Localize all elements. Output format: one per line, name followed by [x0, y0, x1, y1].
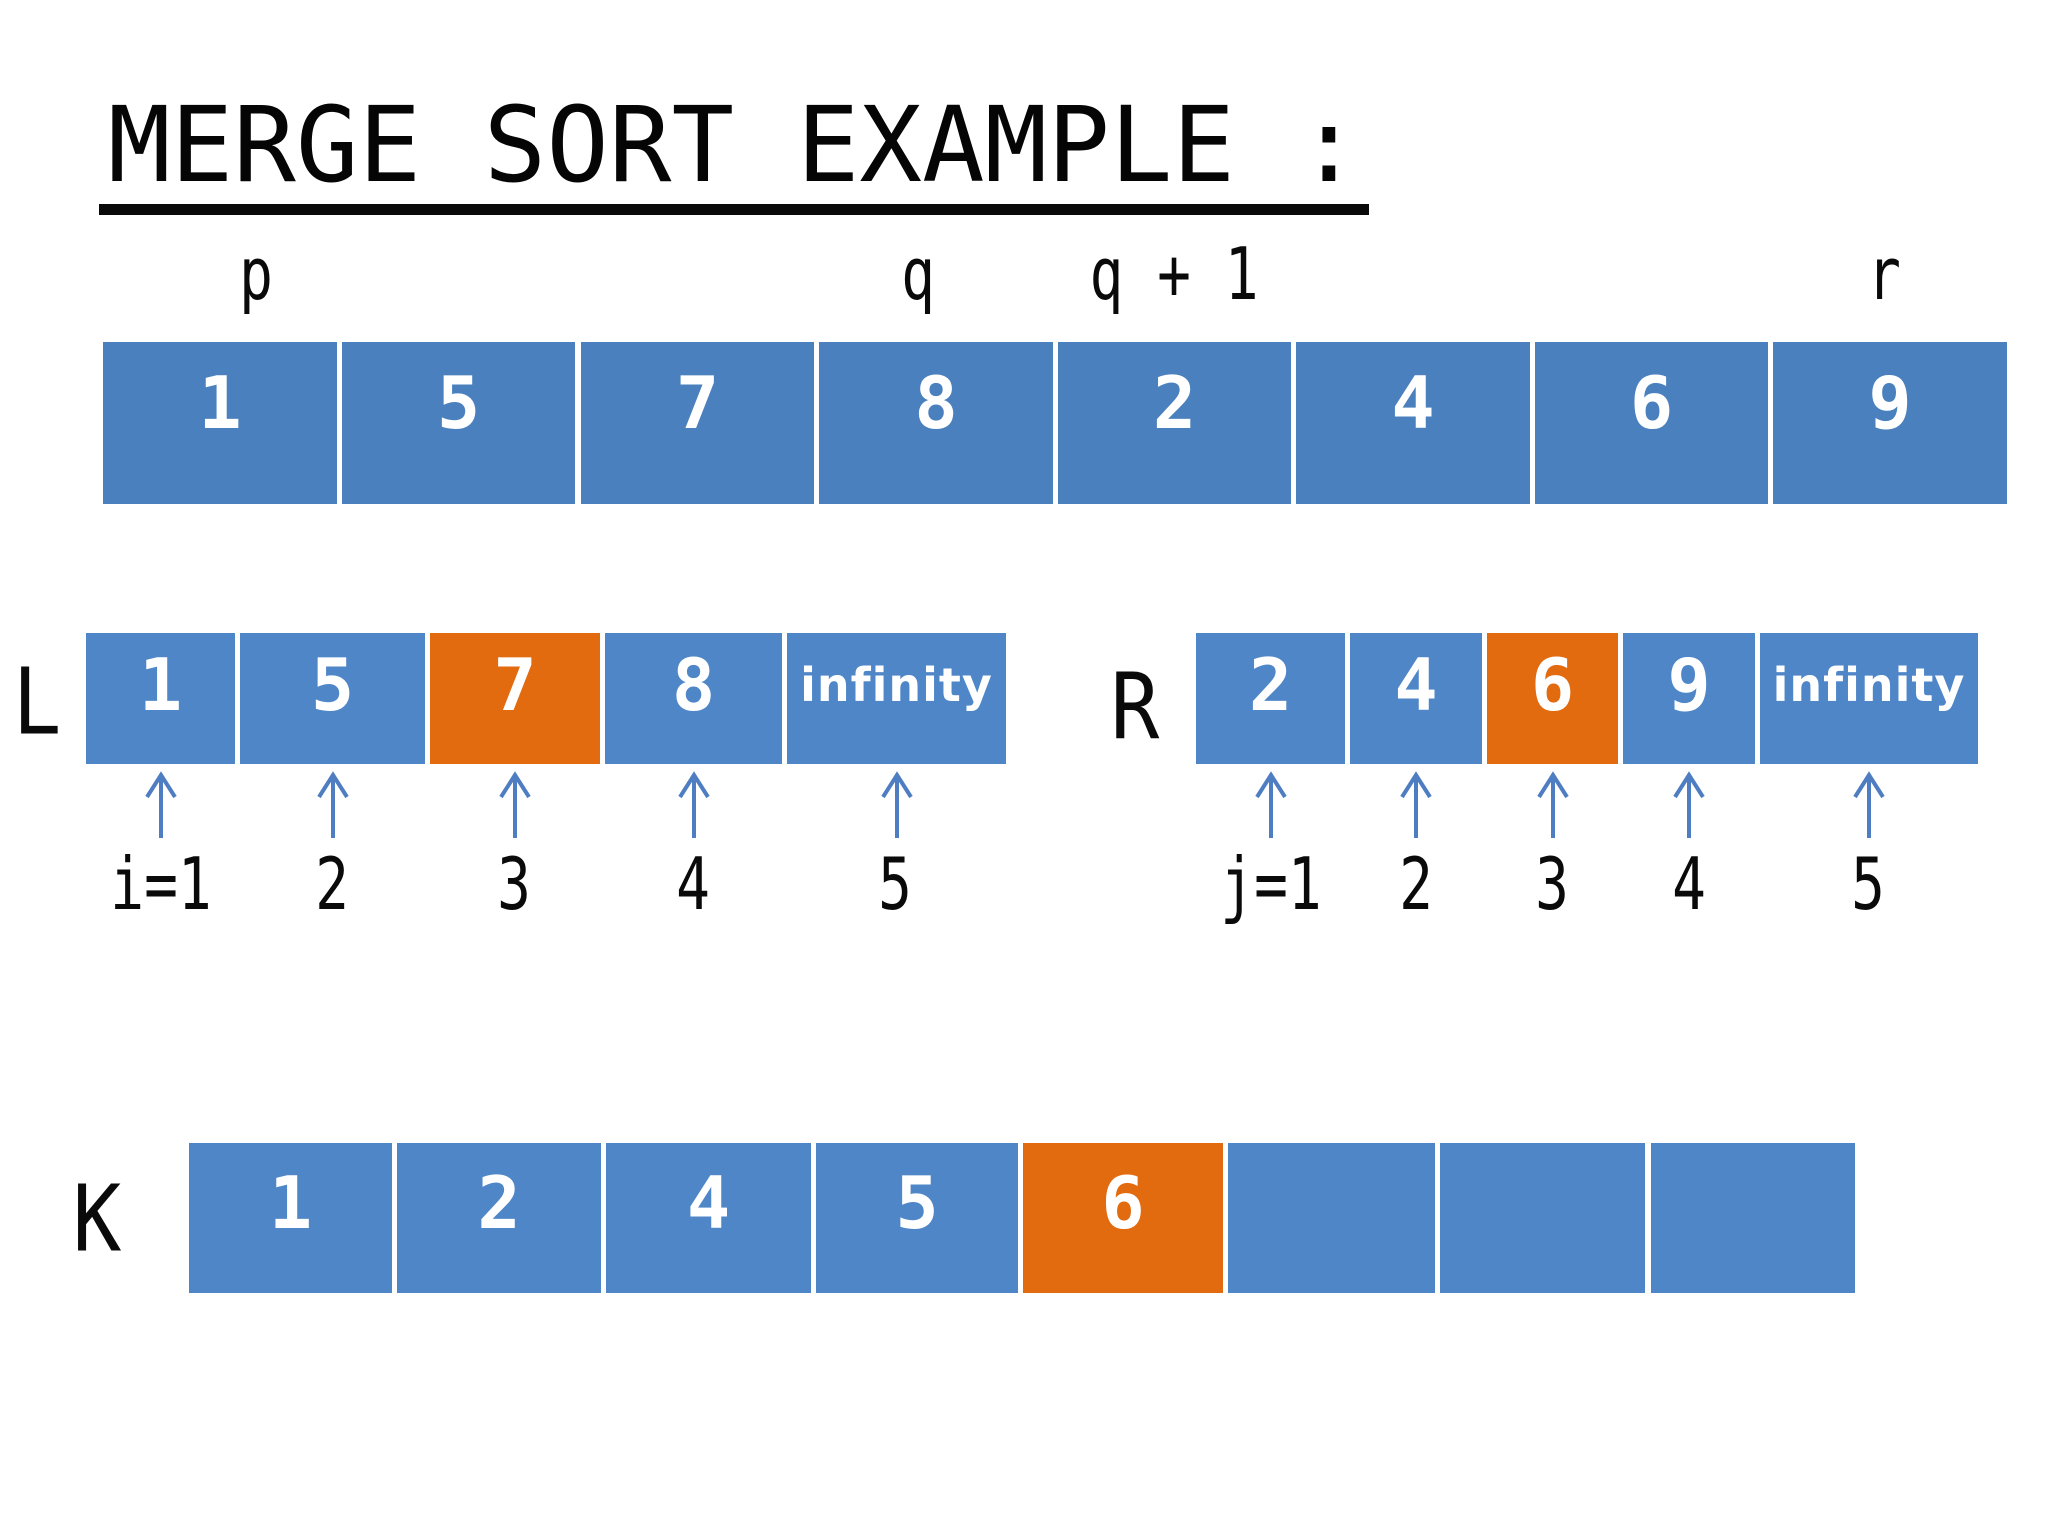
array-L-cell-3: 7: [430, 633, 600, 764]
array-main-cell-8: 9: [1773, 342, 2007, 504]
cell-value: 8: [671, 642, 716, 727]
cell-value: 8: [914, 361, 958, 445]
index-label-R-1: j=1: [1220, 842, 1322, 926]
array-K-cell-3: 4: [606, 1143, 811, 1293]
cell-value: 5: [895, 1161, 939, 1245]
up-arrow-icon: [1254, 771, 1287, 838]
array-R-cell-2: 4: [1350, 633, 1482, 764]
array-label-L: L: [12, 648, 62, 756]
index-label-R-3: 3: [1535, 842, 1569, 926]
index-label-R-5: 5: [1851, 842, 1885, 926]
cell-value: 4: [1394, 642, 1438, 727]
index-label-L-1: i=1: [110, 842, 212, 926]
array-R-cell-4: 9: [1623, 633, 1755, 764]
array-label-R: R: [1110, 653, 1160, 761]
cell-value: 7: [493, 642, 537, 727]
pointer-label-q: q: [901, 232, 935, 316]
cell-value: 6: [1530, 642, 1575, 727]
page-title: MERGE SORT EXAMPLE :: [108, 84, 1361, 206]
cell-value: 4: [1391, 361, 1435, 445]
cell-value: 5: [436, 361, 481, 445]
cell-value: 9: [1868, 361, 1912, 445]
cell-value: 4: [686, 1161, 731, 1245]
array-label-K: K: [72, 1165, 122, 1273]
cell-value: 1: [138, 642, 183, 727]
cell-value: 2: [1152, 361, 1197, 445]
cell-value: 6: [1101, 1161, 1145, 1245]
cell-value: 1: [268, 1161, 313, 1245]
up-arrow-icon: [316, 771, 349, 838]
array-R-cell-3: 6: [1487, 633, 1618, 764]
cell-value: 7: [675, 361, 720, 445]
index-label-L-5: 5: [878, 842, 912, 926]
array-main-cell-2: 5: [342, 342, 575, 504]
array-K-cell-7: [1440, 1143, 1645, 1293]
array-R-cell-5: infinity: [1760, 633, 1978, 764]
up-arrow-icon: [1400, 771, 1432, 838]
up-arrow-icon: [1673, 771, 1705, 838]
up-arrow-icon: [1536, 771, 1569, 838]
pointer-label-q+1: q + 1: [1089, 232, 1259, 316]
index-label-R-2: 2: [1399, 842, 1433, 926]
array-L-cell-5: infinity: [787, 633, 1006, 764]
array-K-cell-6: [1228, 1143, 1435, 1293]
cell-value: infinity: [1772, 657, 1966, 712]
array-K-cell-8: [1651, 1143, 1855, 1293]
index-label-L-3: 3: [497, 842, 531, 926]
index-label-L-2: 2: [315, 842, 349, 926]
cell-value: 6: [1629, 361, 1674, 445]
array-L-cell-2: 5: [240, 633, 425, 764]
up-arrow-icon: [677, 771, 710, 838]
up-arrow-icon: [1853, 771, 1885, 838]
cell-value: 2: [1248, 642, 1293, 727]
pointer-label-p: p: [239, 232, 273, 316]
array-main-cell-5: 2: [1058, 342, 1291, 504]
array-main-cell-3: 7: [581, 342, 814, 504]
array-L-cell-1: 1: [86, 633, 235, 764]
array-main-cell-7: 6: [1535, 342, 1768, 504]
up-arrow-icon: [144, 771, 177, 838]
index-label-R-4: 4: [1672, 842, 1706, 926]
pointer-label-r: r: [1867, 232, 1901, 316]
cell-value: 2: [477, 1161, 521, 1245]
array-K-cell-4: 5: [816, 1143, 1018, 1293]
array-main-cell-6: 4: [1296, 342, 1530, 504]
array-K-cell-2: 2: [397, 1143, 601, 1293]
array-R-cell-1: 2: [1196, 633, 1345, 764]
cell-value: 5: [310, 642, 355, 727]
array-K-cell-1: 1: [189, 1143, 392, 1293]
array-K-cell-5: 6: [1023, 1143, 1223, 1293]
up-arrow-icon: [880, 771, 913, 838]
title-underline: [99, 204, 1369, 215]
cell-value: infinity: [800, 657, 993, 712]
cell-value: 1: [198, 361, 242, 445]
array-L-cell-4: 8: [605, 633, 782, 764]
cell-value: 9: [1667, 642, 1711, 727]
array-main-cell-1: 1: [103, 342, 337, 504]
index-label-L-4: 4: [676, 842, 710, 926]
array-main-cell-4: 8: [819, 342, 1053, 504]
up-arrow-icon: [499, 771, 531, 838]
